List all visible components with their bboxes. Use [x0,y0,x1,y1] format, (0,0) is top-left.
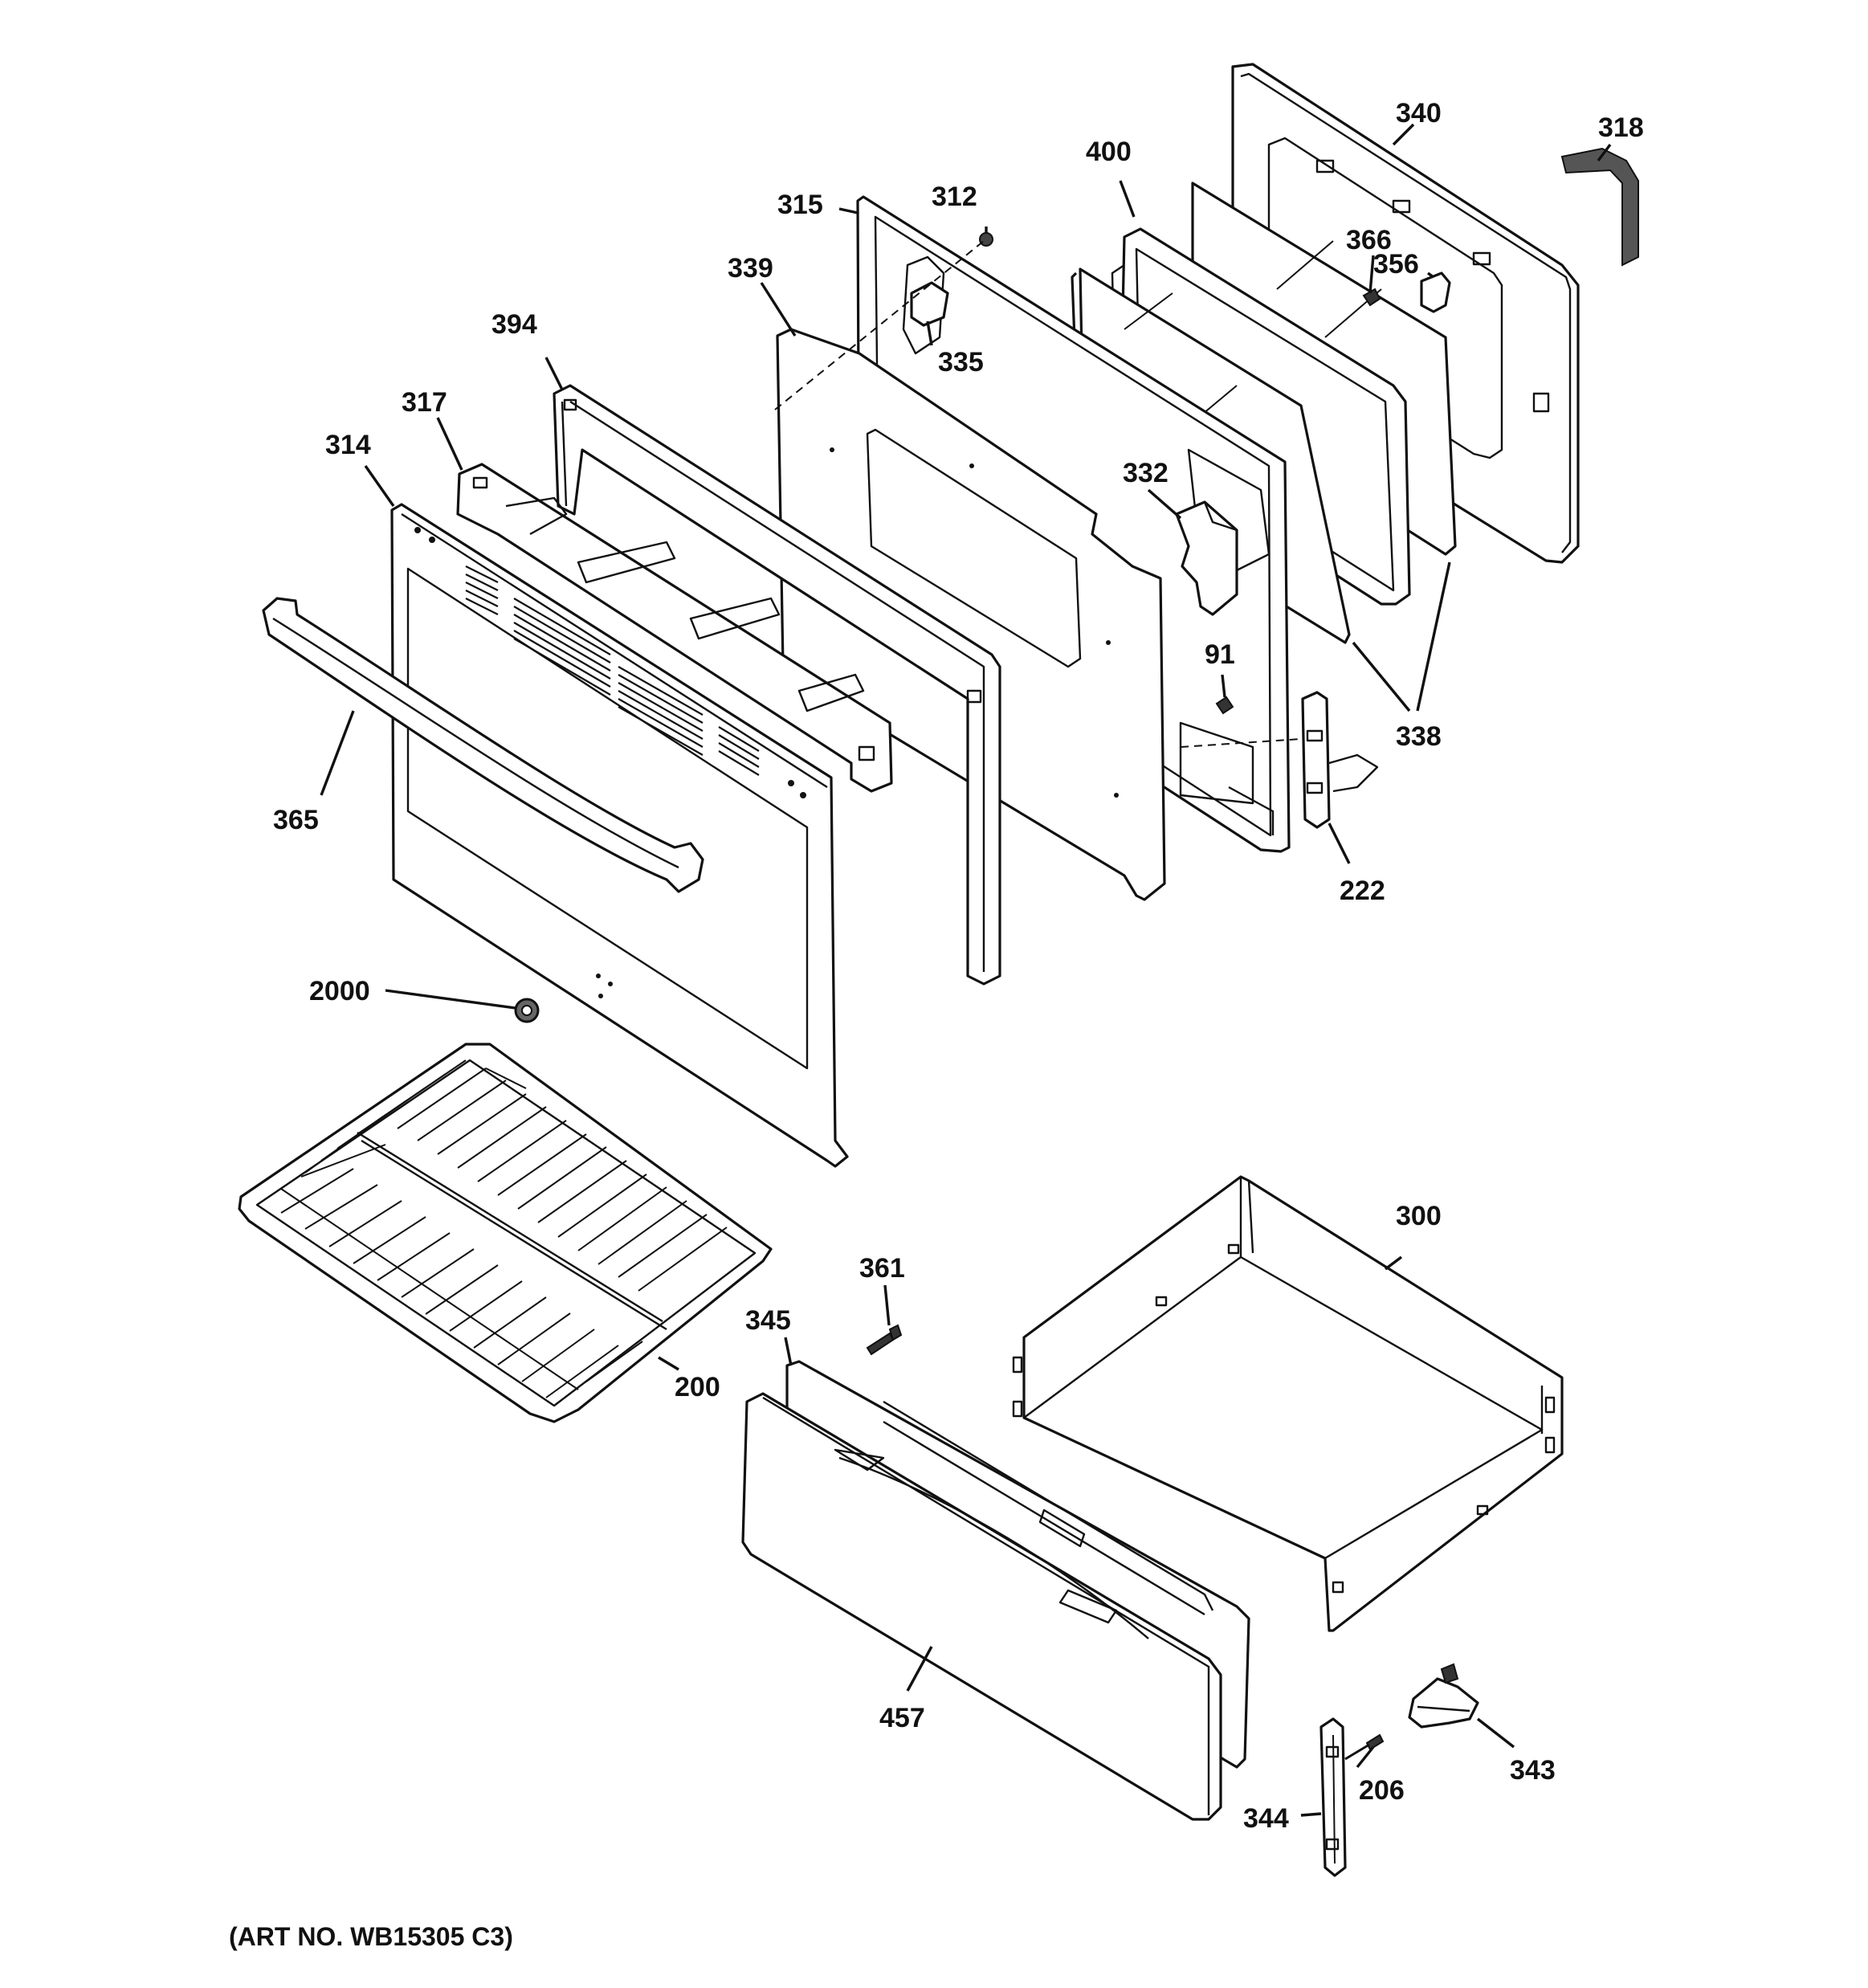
callout-400: 400 [1086,137,1132,167]
callout-366: 366 [1346,225,1392,255]
part-206-screw [1344,1733,1385,1761]
callout-339: 339 [728,253,773,284]
part-200-oven-rack [238,1043,773,1423]
callout-361: 361 [859,1253,905,1284]
part-2000-plug [514,998,540,1023]
callout-457: 457 [879,1703,925,1733]
part-457-drawer-front [741,1392,1222,1821]
part-356-clip [1420,271,1451,313]
part-365-door-handle [262,597,704,893]
part-222-door-hinge [1301,691,1379,829]
part-317-vent-bracket [456,463,893,793]
callout-labels: 340 318 400 315 312 366 356 339 335 394 … [273,98,1644,1834]
callout-345: 345 [745,1305,791,1336]
callout-332: 332 [1123,458,1169,488]
part-361-screw [866,1324,903,1356]
callout-91: 91 [1205,639,1235,670]
part-318-gasket [1560,147,1639,267]
callout-335: 335 [938,347,984,378]
callout-343: 343 [1510,1755,1556,1786]
leader-lines [320,123,1612,1817]
callout-356: 356 [1373,249,1419,280]
callout-222: 222 [1340,876,1385,906]
part-91-screw [1215,696,1234,715]
part-332-insulation [1175,500,1238,616]
callout-340: 340 [1396,98,1442,129]
part-344-drawer-slide [1319,1717,1347,1877]
callout-318: 318 [1598,112,1644,143]
callout-200: 200 [675,1372,720,1402]
callout-315: 315 [777,190,823,220]
callout-365: 365 [273,805,319,835]
part-300-storage-drawer [1012,1175,1564,1632]
part-335-hinge-bracket [910,281,949,327]
part-312-nut [979,232,993,247]
part-394-door-frame [553,384,1001,986]
alignment-dashes [774,240,1302,748]
art-number: (ART NO. WB15305 C3) [229,1922,513,1951]
callout-394: 394 [491,309,537,340]
callout-338: 338 [1396,721,1442,752]
callout-314: 314 [325,430,371,460]
rack-wires [280,1059,728,1398]
callout-206: 206 [1359,1775,1405,1806]
callout-344: 344 [1243,1803,1289,1834]
callout-2000: 2000 [309,976,370,1006]
part-343-drawer-bracket [1408,1663,1479,1729]
door-vent-slots [465,565,760,776]
callout-300: 300 [1396,1201,1442,1231]
callout-312: 312 [932,182,977,212]
callout-317: 317 [402,387,447,418]
